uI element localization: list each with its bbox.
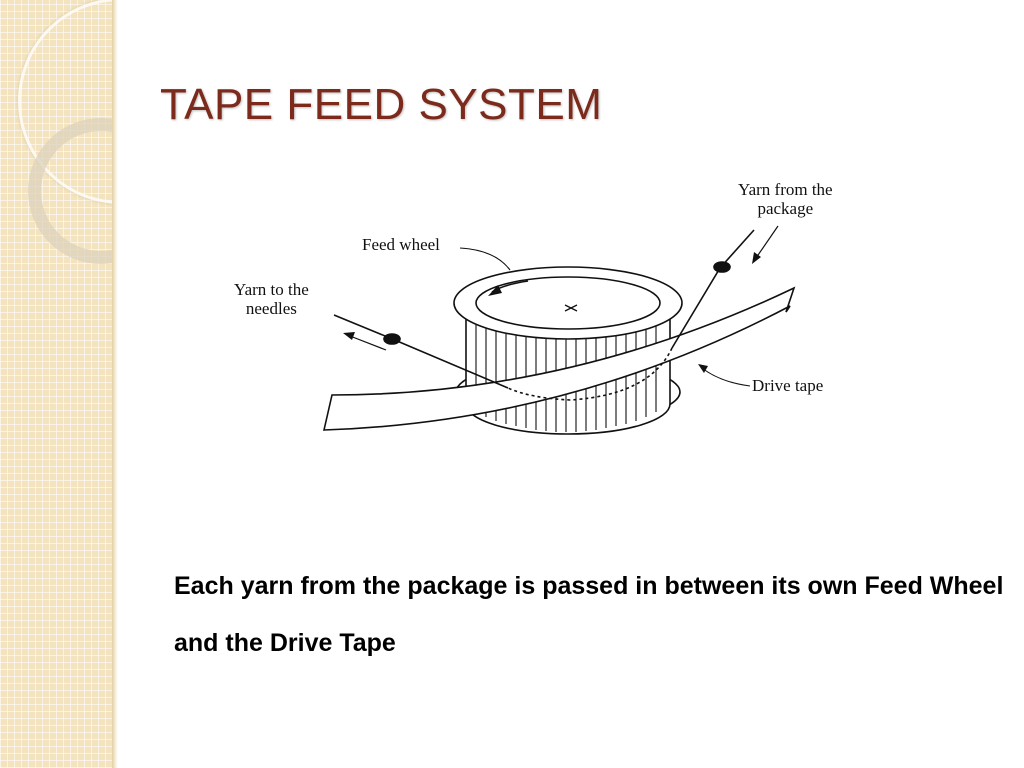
yarn-guide-eyelet	[713, 261, 731, 273]
slide-title: TAPE FEED SYSTEM	[160, 80, 603, 129]
slide-caption: Each yarn from the package is passed in …	[174, 572, 1004, 657]
drive-tape	[322, 286, 796, 431]
label-feed-wheel: Feed wheel	[362, 235, 440, 254]
yarn-hidden-path	[507, 347, 673, 401]
feed-wheel-inner-rim	[475, 276, 661, 330]
sidebar-edge	[112, 0, 118, 768]
label-drive-tape: Drive tape	[752, 376, 824, 395]
yarn-guide-eyelet	[383, 333, 401, 345]
decorative-sidebar	[0, 0, 112, 768]
tape-feed-illustration	[322, 225, 796, 435]
